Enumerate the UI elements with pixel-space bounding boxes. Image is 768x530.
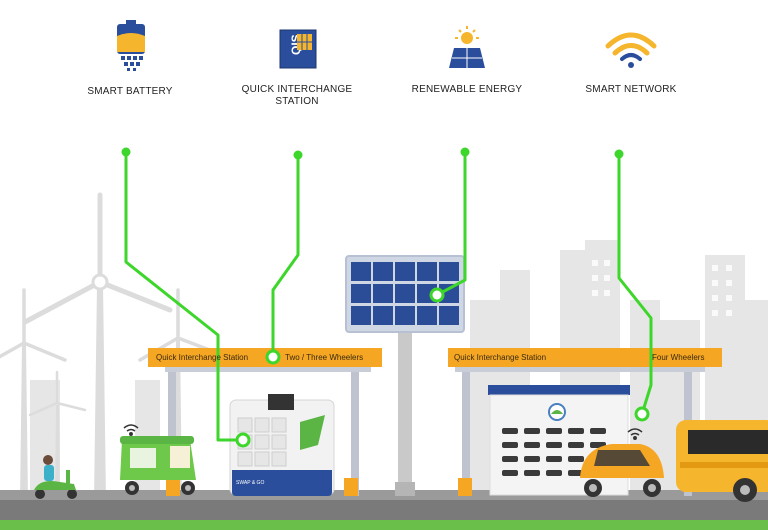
- sign-right-station-name: Quick Interchange Station: [454, 353, 547, 362]
- sign-left-vehicle-type: Two / Three Wheelers: [285, 353, 364, 362]
- solar-panel-billboard: [345, 255, 465, 496]
- feature-label-renewable-energy: RENEWABLE ENERGY: [411, 84, 523, 95]
- wifi-icon-small: [627, 428, 643, 440]
- connector-lines: [124, 152, 653, 442]
- battery-icon: [117, 20, 145, 71]
- feature-label-smart-network: SMART NETWORK: [585, 84, 677, 95]
- station-right: [448, 348, 722, 496]
- feature-label-qis-line2: STATION: [275, 96, 319, 107]
- wifi-icon: [605, 32, 657, 68]
- connector-renewable: [436, 152, 467, 297]
- scooter-rider: [34, 455, 77, 499]
- connector-dots: [121, 147, 624, 160]
- sign-right-vehicle-type: Four Wheelers: [652, 353, 705, 362]
- qis-station-icon: QIS: [279, 29, 317, 69]
- wifi-icon-small: [123, 424, 139, 436]
- feature-label-smart-battery: SMART BATTERY: [87, 86, 173, 97]
- connector-smart-battery: [124, 152, 243, 442]
- auto-rickshaw: [120, 436, 196, 495]
- solar-panel-icon: [449, 26, 485, 68]
- connector-qis: [271, 155, 300, 357]
- sign-left-station-name: Quick Interchange Station: [156, 353, 249, 362]
- swap-kiosk: SWAP & GO: [229, 394, 335, 496]
- battery-bank: [488, 385, 630, 496]
- connector-endpoints: [235, 287, 650, 448]
- connector-smart-network: [617, 154, 653, 415]
- electric-bus: [676, 420, 768, 502]
- kiosk-label: SWAP & GO: [236, 480, 264, 486]
- electric-car: [580, 444, 664, 497]
- grass-strip: [0, 520, 768, 530]
- feature-label-qis-line1: QUICK INTERCHANGE: [241, 84, 353, 95]
- station-left: [148, 348, 382, 496]
- road: [0, 500, 768, 520]
